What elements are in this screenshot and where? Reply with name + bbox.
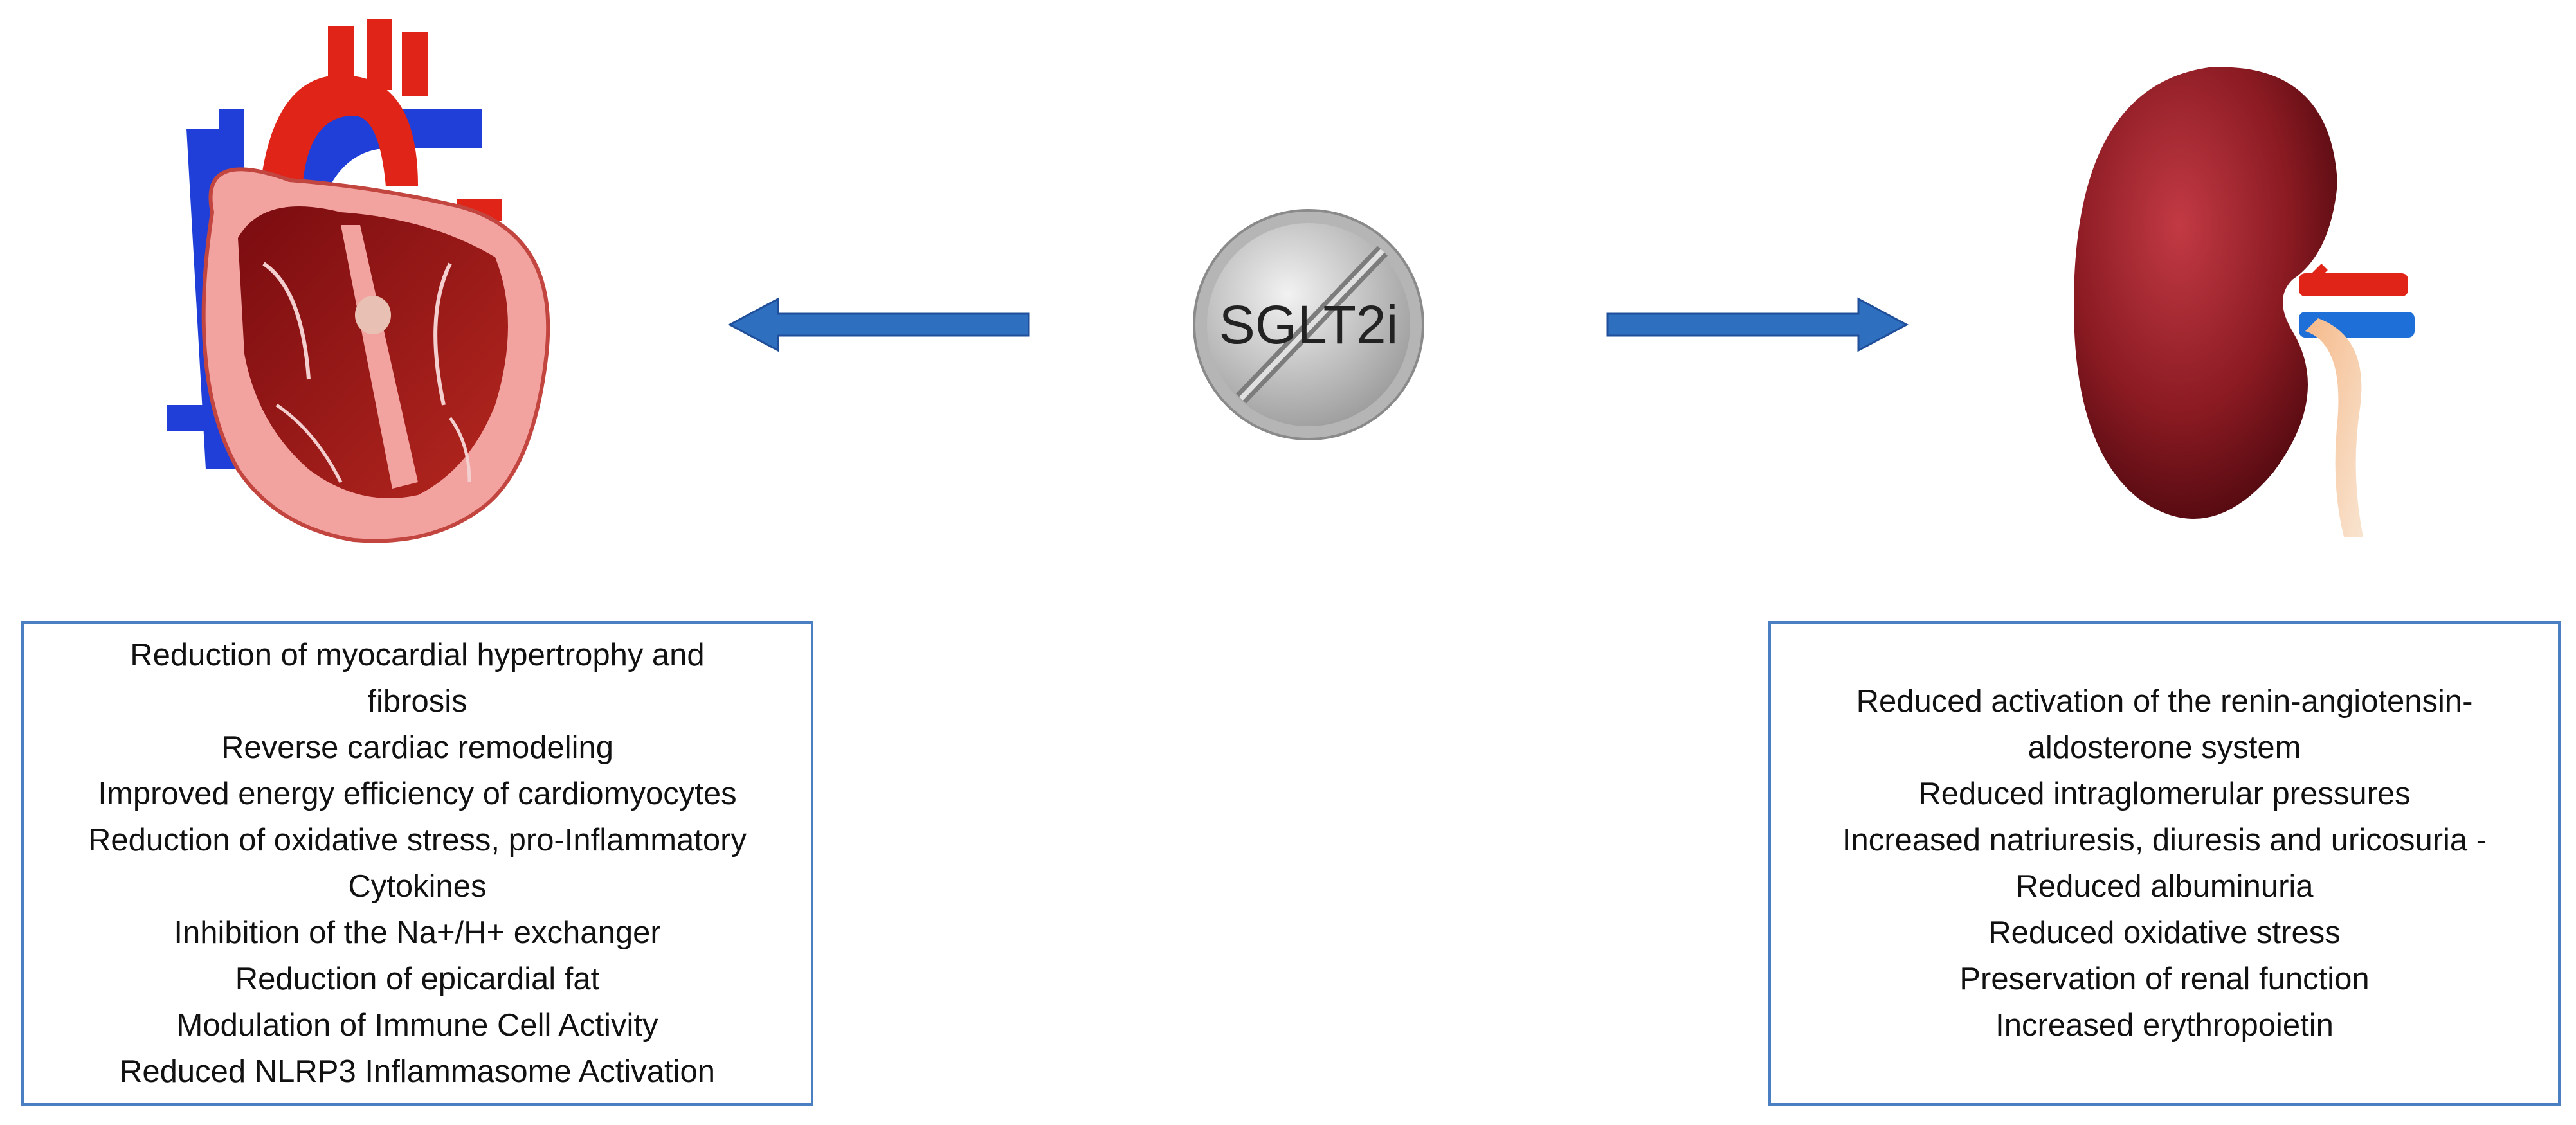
heart-effect-line: Inhibition of the Na+/H+ exchanger	[174, 915, 661, 950]
arrow-to-heart	[727, 297, 1030, 352]
heart-illustration	[167, 19, 550, 543]
kidney-effect-line: Reduced albuminuria	[2015, 869, 2314, 904]
pill-icon	[1193, 209, 1424, 440]
kidney-effect-line: Reduced oxidative stress	[1988, 915, 2341, 950]
heart-effects-box: Reduction of myocardial hypertrophy and …	[21, 621, 813, 1106]
kidney-effects-list: Reduced activation of the renin-angioten…	[1791, 678, 2537, 1048]
heart-effect-line: Improved energy efficiency of cardiomyoc…	[98, 777, 737, 811]
kidney-effect-line: aldosterone system	[2027, 730, 2301, 765]
kidney-effect-line: Reduced intraglomerular pressures	[1918, 777, 2411, 811]
kidney-effect-line: Reduced activation of the renin-angioten…	[1856, 684, 2473, 719]
heart-effects-list: Reduction of myocardial hypertrophy and …	[44, 632, 790, 1095]
kidney-effect-line: Increased natriuresis, diuresis and uric…	[1842, 823, 2487, 858]
heart-effect-line: Reverse cardiac remodeling	[221, 730, 614, 765]
heart-effect-line: Reduction of myocardial hypertrophy and	[130, 638, 705, 672]
heart-effect-line: Reduced NLRP3 Inflammasome Activation	[120, 1054, 715, 1089]
heart-effect-line: Modulation of Immune Cell Activity	[176, 1008, 658, 1043]
kidney-effect-line: Increased erythropoietin	[1995, 1008, 2334, 1043]
kidney-effects-box: Reduced activation of the renin-angioten…	[1768, 621, 2561, 1106]
heart-effect-line: fibrosis	[367, 684, 467, 719]
sglt2i-pill: SGLT2i	[1190, 206, 1428, 444]
arrow-to-kidney	[1606, 297, 1909, 352]
kidney-illustration	[2074, 67, 2415, 537]
kidney-effect-line: Preservation of renal function	[1959, 962, 2370, 996]
heart-effect-line: Reduction of epicardial fat	[235, 962, 600, 996]
heart-effect-line: Reduction of oxidative stress, pro-Infla…	[88, 823, 747, 858]
heart-effect-line: Cytokines	[348, 869, 487, 904]
